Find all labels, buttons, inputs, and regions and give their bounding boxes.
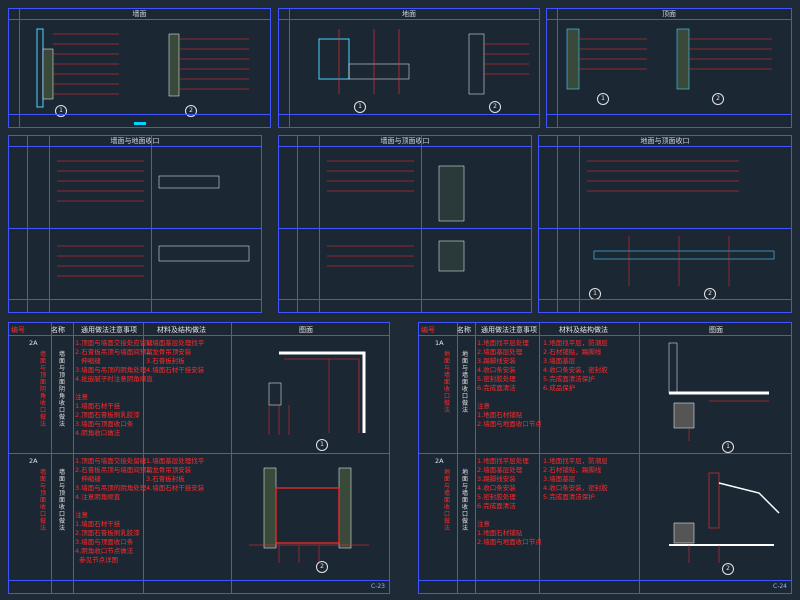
sheet-top-3[interactable]: 顶面 1 2 xyxy=(546,8,792,128)
column-divider xyxy=(73,323,74,593)
row-name-secondary: 墙面与顶面收口做法 xyxy=(58,469,65,532)
row-code: 1A xyxy=(435,339,444,347)
title-block xyxy=(539,299,791,312)
detail-marker: 1 xyxy=(354,101,366,113)
header-row xyxy=(9,335,389,336)
row-attention: 1.地面找平层处理 2.墙面基层处理 3.踢脚线安装 4.收口条安装 5.密封胶… xyxy=(477,457,542,546)
detail-marker: 2 xyxy=(185,105,197,117)
row-code: 2A xyxy=(435,457,444,465)
title-block: C-24 xyxy=(419,580,791,593)
row-divider xyxy=(539,228,791,229)
sheet-title: 墙面与顶面收口 xyxy=(279,136,531,147)
row-name: 墙面与顶面收口做法 xyxy=(39,469,46,532)
row-material: 1.地面找平层，防潮层 2.石材铺贴，踢脚线 3.墙面基层 4.收口条安装，密封… xyxy=(543,339,608,392)
column-divider xyxy=(151,136,152,312)
row-attention: 1.顶面与墙面交接处留缝 2.石膏板吊顶与墙面间预留 伸缩缝 3.墙面与吊顶的阴… xyxy=(75,457,153,564)
row-code: 2A xyxy=(29,339,38,347)
header-attention: 通用做法注意事项 xyxy=(81,326,137,334)
detail-drawing xyxy=(318,29,529,95)
row-attention: 1.地面找平层处理 2.墙面基层处理 3.踢脚线安装 4.收口条安装 5.密封胶… xyxy=(477,339,542,428)
detail-drawing xyxy=(587,160,775,286)
column-divider xyxy=(421,136,422,312)
row-code: 2A xyxy=(29,457,38,465)
page-number: C-24 xyxy=(773,583,787,590)
detail-drawing xyxy=(668,342,780,563)
column-divider xyxy=(49,136,50,312)
column-divider xyxy=(51,323,52,593)
header-material: 材料及结构做法 xyxy=(559,326,608,334)
row-divider xyxy=(419,453,791,454)
title-block xyxy=(9,114,270,127)
detail-marker: 2 xyxy=(489,101,501,113)
detail-marker: 1 xyxy=(597,93,609,105)
detail-drawing xyxy=(36,28,249,108)
header-row xyxy=(419,335,791,336)
sheet-title: 墙面 xyxy=(9,9,270,20)
header-code: 编号 xyxy=(421,326,435,334)
column-divider xyxy=(319,136,320,312)
sheet-top-1[interactable]: 墙面 1 2 xyxy=(8,8,271,128)
column-divider xyxy=(475,323,476,593)
row-divider xyxy=(279,228,531,229)
page-number: C-23 xyxy=(371,583,385,590)
detail-marker: 1 xyxy=(55,105,67,117)
detail-drawing xyxy=(566,28,772,90)
detail-drawing xyxy=(327,160,465,272)
sheet-top-2[interactable]: 地面 1 2 xyxy=(278,8,540,128)
row-material: 1.墙面基层处理找平 2.龙骨吊顶安装 3.石膏板封板 4.墙面石材干挂安装 xyxy=(146,457,205,492)
column-divider xyxy=(639,323,640,593)
detail-marker: 2 xyxy=(712,93,724,105)
header-code: 编号 xyxy=(11,326,25,334)
row-name: 地面与墙面收口做法 xyxy=(443,469,450,532)
detail-marker: 1 xyxy=(316,439,328,451)
row-divider xyxy=(9,453,389,454)
header-material: 材料及结构做法 xyxy=(157,326,206,334)
header-name: 名称 xyxy=(51,326,65,334)
title-block xyxy=(9,299,261,312)
sheet-title: 地面 xyxy=(279,9,539,20)
row-name-secondary: 地面与墙面收口做法 xyxy=(461,351,468,414)
left-strip xyxy=(279,9,290,127)
sheet-bottom-left[interactable]: 编号 名称 通用做法注意事项 材料及结构做法 图面 2A 墙面与顶面阴角收口做法… xyxy=(8,322,390,594)
sheet-mid-1[interactable]: 墙面与地面收口 xyxy=(8,135,262,313)
column-divider xyxy=(539,323,540,593)
header-attention: 通用做法注意事项 xyxy=(481,326,537,334)
column-divider xyxy=(143,323,144,593)
row-name-secondary: 地面与墙面收口做法 xyxy=(461,469,468,532)
sheet-bottom-right[interactable]: 编号 名称 通用做法注意事项 材料及结构做法 图面 1A 地面与墙面收口做法 地… xyxy=(418,322,792,594)
left-strip xyxy=(547,9,558,127)
column-divider xyxy=(579,136,580,312)
detail-drawing xyxy=(249,351,369,563)
title-block xyxy=(279,114,539,127)
header-name: 名称 xyxy=(457,326,471,334)
header-drawing: 图面 xyxy=(299,326,313,334)
column-divider xyxy=(231,323,232,593)
detail-drawing xyxy=(57,160,250,277)
column-divider xyxy=(297,136,298,312)
title-block: C-23 xyxy=(9,580,389,593)
sheet-mid-3[interactable]: 地面与顶面收口 1 2 xyxy=(538,135,792,313)
left-strip xyxy=(9,9,20,127)
row-name: 墙面与顶面阴角收口做法 xyxy=(39,351,46,428)
detail-marker: 1 xyxy=(722,441,734,453)
column-divider xyxy=(557,136,558,312)
detail-marker: 2 xyxy=(316,561,328,573)
row-divider xyxy=(9,228,261,229)
sheet-mid-2[interactable]: 墙面与顶面收口 xyxy=(278,135,532,313)
detail-marker: 2 xyxy=(722,563,734,575)
sheet-title: 顶面 xyxy=(547,9,791,20)
row-name-secondary: 墙面与顶面阴角收口做法 xyxy=(58,351,65,428)
row-name: 地面与墙面收口做法 xyxy=(443,351,450,414)
column-divider xyxy=(457,323,458,593)
row-attention: 1.顶面与墙面交接处应留缝 2.石膏板吊顶与墙面间预留 伸缩缝 3.墙面与吊顶的… xyxy=(75,339,153,437)
scale-bar xyxy=(134,122,146,125)
row-material: 1.地面找平层，防潮层 2.石材铺贴，踢脚线 3.墙面基层 4.收口条安装，密封… xyxy=(543,457,608,501)
row-material: 1.墙面基层处理找平 2.龙骨吊顶安装 3.石膏板封板 4.墙面石材干挂安装 xyxy=(146,339,205,374)
title-block xyxy=(279,299,531,312)
header-drawing: 图面 xyxy=(709,326,723,334)
sheet-title: 地面与顶面收口 xyxy=(539,136,791,147)
title-block xyxy=(547,114,791,127)
sheet-title: 墙面与地面收口 xyxy=(9,136,261,147)
column-divider xyxy=(27,136,28,312)
